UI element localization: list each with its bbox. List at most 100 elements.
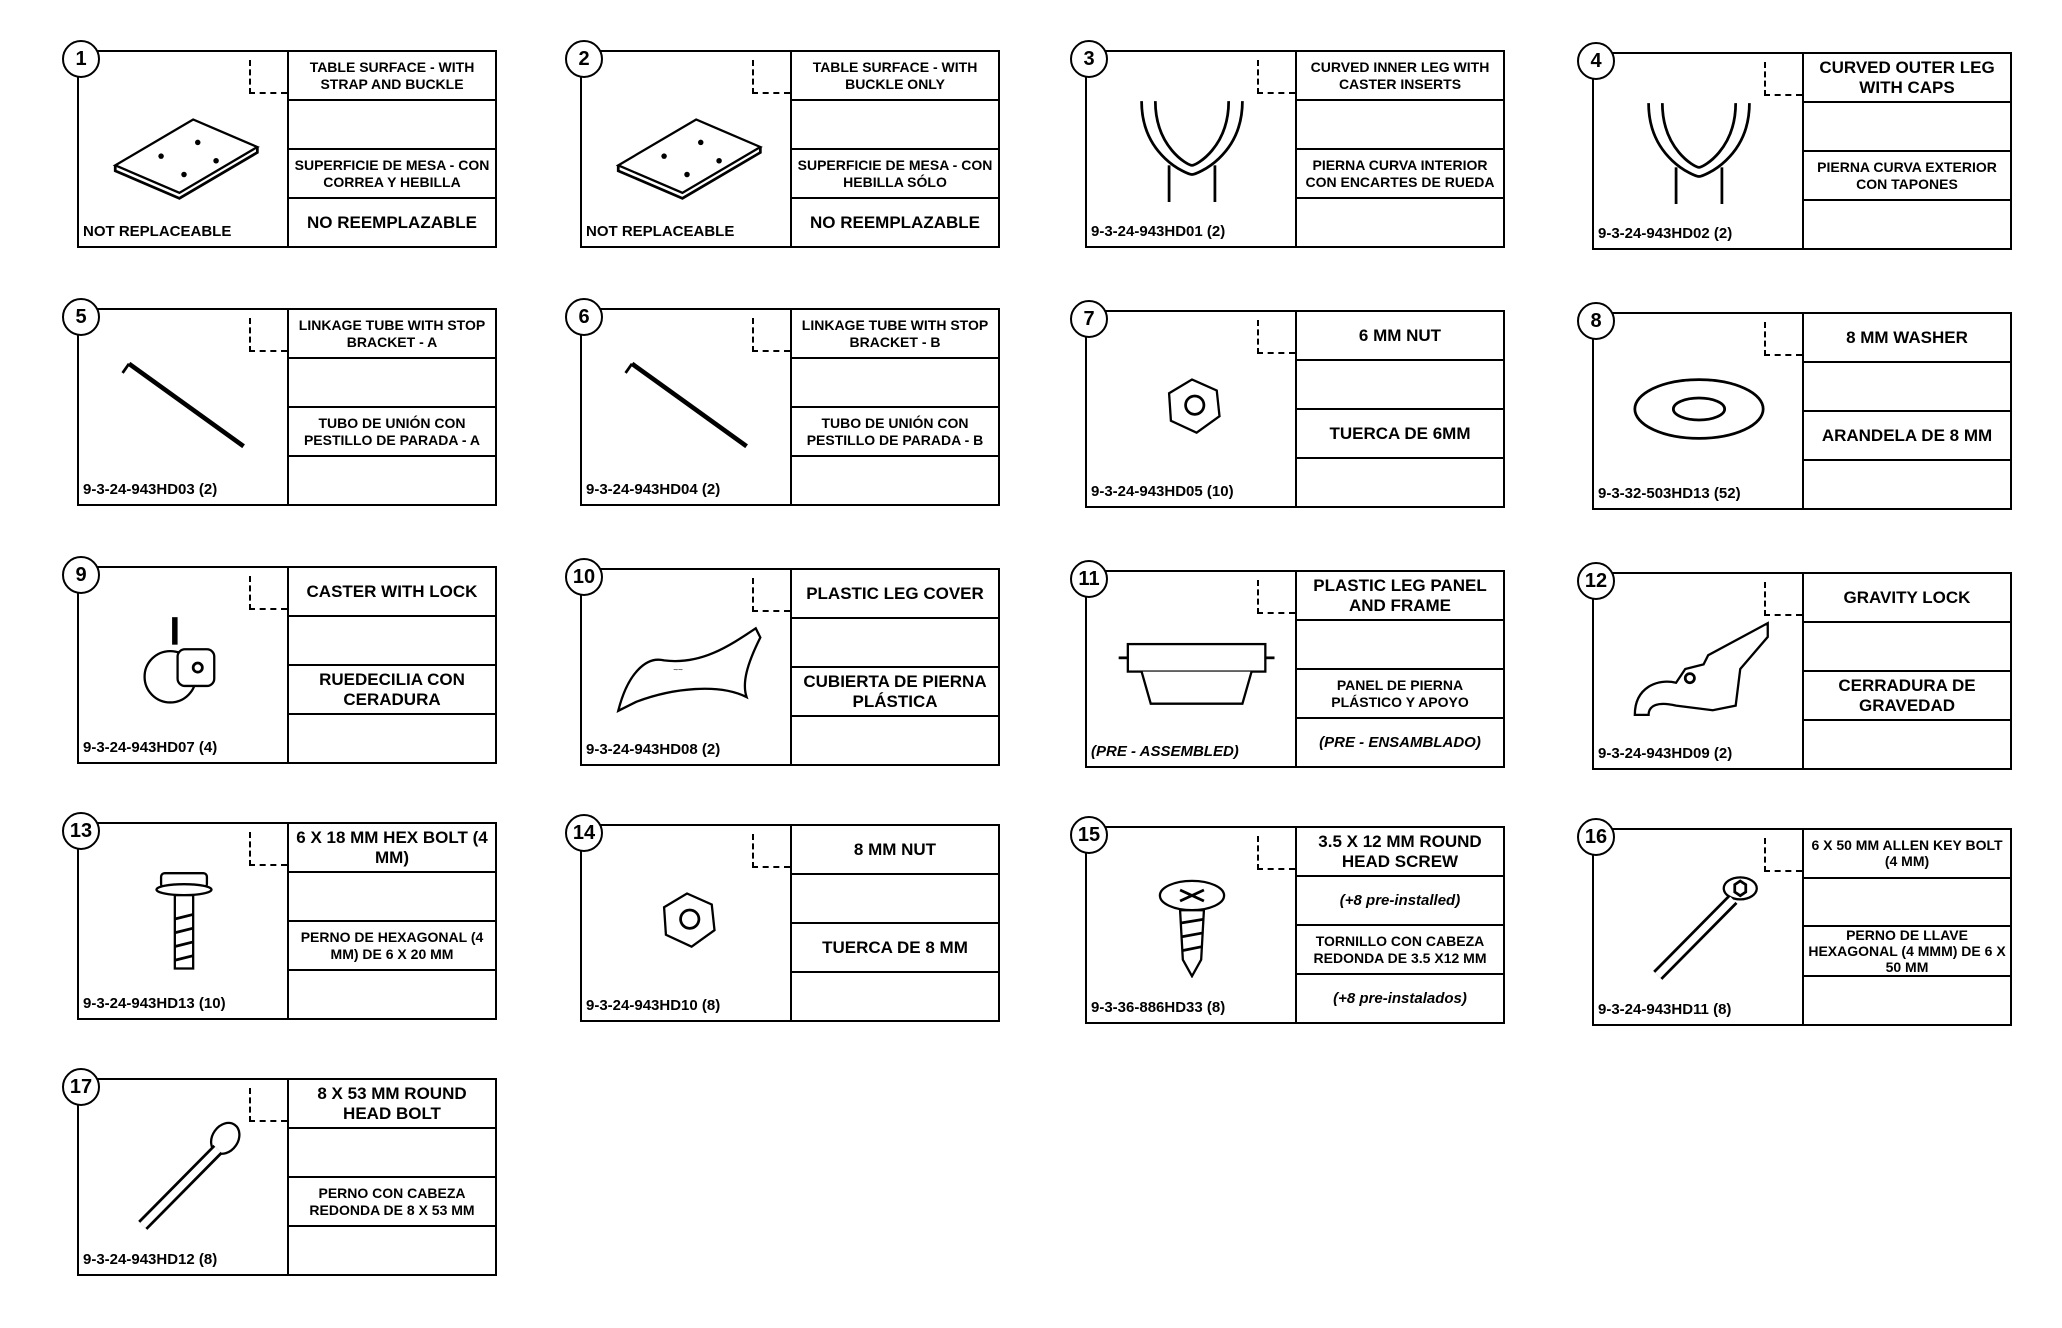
part-cell-2: [289, 101, 495, 150]
hex-nut-icon: [1167, 378, 1221, 434]
dashed-corner: [752, 318, 790, 352]
part-cell-1: 6 X 50 MM ALLEN KEY BOLT (4 MM): [1804, 830, 2010, 879]
part-image-area: 9-3-24-943HD12 (8): [79, 1080, 289, 1274]
part-card-3: 9-3-24-943HD01 (2)CURVED INNER LEG WITH …: [1070, 40, 1508, 250]
part-number: 9-3-24-943HD10 (8): [586, 997, 721, 1014]
part-card-16: 9-3-24-943HD11 (8)6 X 50 MM ALLEN KEY BO…: [1577, 818, 2015, 1028]
part-image-area: ~~ 9-3-24-943HD08 (2): [582, 570, 792, 764]
curved-leg-icon: [1647, 103, 1751, 204]
dashed-corner: [249, 60, 287, 94]
part-image-area: 9-3-24-943HD13 (10): [79, 824, 289, 1018]
part-cell-3: PIERNA CURVA EXTERIOR CON TAPONES: [1804, 152, 2010, 201]
leg-cover-icon: ~~: [616, 626, 762, 713]
part-index-circle: 14: [565, 814, 603, 852]
dashed-corner: [1257, 60, 1295, 94]
part-cell-3: PANEL DE PIERNA PLÁSTICO Y APOYO: [1297, 670, 1503, 719]
part-card-11: (PRE - ASSEMBLED)PLASTIC LEG PANEL AND F…: [1070, 560, 1508, 770]
leg-panel-icon: [1118, 642, 1275, 705]
part-image-area: NOT REPLACEABLE: [79, 52, 289, 246]
part-cell-3: CUBIERTA DE PIERNA PLÁSTICA: [792, 668, 998, 717]
part-cell-2: [792, 619, 998, 668]
part-cell-4: [1804, 721, 2010, 768]
part-index-circle: 5: [62, 298, 100, 336]
part-cell-1: 8 X 53 MM ROUND HEAD BOLT: [289, 1080, 495, 1129]
dashed-corner: [1764, 62, 1802, 96]
part-cell-3: PERNO CON CABEZA REDONDA DE 8 X 53 MM: [289, 1178, 495, 1227]
part-image-area: 9-3-24-943HD05 (10): [1087, 312, 1297, 506]
part-cell-1: 8 MM NUT: [792, 826, 998, 875]
part-index-circle: 1: [62, 40, 100, 78]
dashed-corner: [249, 832, 287, 866]
part-image-area: 9-3-36-886HD33 (8): [1087, 828, 1297, 1022]
part-index-circle: 12: [1577, 562, 1615, 600]
round-head-bolt-icon: [138, 1121, 241, 1230]
part-cell-4: [1297, 199, 1503, 246]
part-cell-2: [1804, 103, 2010, 152]
part-image-area: 9-3-24-943HD09 (2): [1594, 574, 1804, 768]
part-description-table: TABLE SURFACE - WITH BUCKLE ONLY SUPERFIC…: [792, 52, 998, 246]
part-cell-1: PLASTIC LEG PANEL AND FRAME: [1297, 572, 1503, 621]
part-number: NOT REPLACEABLE: [586, 223, 735, 240]
hex-bolt-icon: [155, 872, 213, 970]
dashed-corner: [249, 576, 287, 610]
part-cell-3: ARANDELA DE 8 MM: [1804, 412, 2010, 461]
part-cell-4: [1297, 459, 1503, 506]
part-card-17: 9-3-24-943HD12 (8) 8 X 53 MM ROUND HEAD B…: [62, 1068, 500, 1278]
part-number: 9-3-24-943HD05 (10): [1091, 483, 1234, 500]
part-image-area: 9-3-24-943HD04 (2): [582, 310, 792, 504]
part-cell-4: (+8 pre-instalados): [1333, 989, 1467, 1007]
part-index-circle: 17: [62, 1068, 100, 1106]
dashed-corner: [752, 60, 790, 94]
part-frame: 9-3-24-943HD01 (2)CURVED INNER LEG WITH …: [1085, 50, 1505, 248]
part-description-table: 8 X 53 MM ROUND HEAD BOLT PERNO CON CABEZ…: [289, 1080, 495, 1274]
part-cell-1: GRAVITY LOCK: [1804, 574, 2010, 623]
part-cell-3: PERNO DE HEXAGONAL (4 MM) DE 6 X 20 MM: [289, 922, 495, 971]
dashed-corner: [1764, 838, 1802, 872]
part-cell-2: [1804, 879, 2010, 928]
part-cell-2: [289, 873, 495, 922]
part-number: 9-3-36-886HD33 (8): [1091, 999, 1226, 1016]
hex-nut-icon: [662, 892, 716, 948]
part-image-area: (PRE - ASSEMBLED): [1087, 572, 1297, 766]
part-index-circle: 8: [1577, 302, 1615, 340]
part-cell-3: PERNO DE LLAVE HEXAGONAL (4 MMM) DE 6 X …: [1804, 927, 2010, 978]
dashed-corner: [752, 834, 790, 868]
part-cell-4: NO REEMPLAZABLE: [307, 212, 477, 232]
part-cell-3: TUERCA DE 6MM: [1297, 410, 1503, 459]
part-cell-1: TABLE SURFACE - WITH BUCKLE ONLY: [792, 52, 998, 101]
part-frame: 9-3-24-943HD02 (2)CURVED OUTER LEG WITH …: [1592, 52, 2012, 250]
part-image-area: 9-3-24-943HD02 (2): [1594, 54, 1804, 248]
part-cell-4: [1804, 461, 2010, 508]
part-number: 9-3-24-943HD12 (8): [83, 1251, 218, 1268]
part-card-13: 9-3-24-943HD13 (10)6 X 18 MM HEX BOLT (4…: [62, 812, 500, 1022]
part-cell-4: [289, 971, 495, 1018]
part-cell-3: SUPERFICIE DE MESA - CON HEBILLA SÓLO: [792, 150, 998, 199]
part-number: 9-3-24-943HD07 (4): [83, 739, 218, 756]
part-index-circle: 15: [1070, 816, 1108, 854]
part-number: 9-3-24-943HD08 (2): [586, 741, 721, 758]
dashed-corner: [249, 318, 287, 352]
part-index-circle: 2: [565, 40, 603, 78]
part-cell-2: [1297, 101, 1503, 150]
part-cell-4: [1804, 201, 2010, 248]
linkage-tube-icon: [121, 361, 245, 449]
part-cell-4: (PRE - ENSAMBLADO): [1319, 733, 1481, 751]
part-number: 9-3-24-943HD04 (2): [586, 481, 721, 498]
part-description-table: 6 X 18 MM HEX BOLT (4 MM)PERNO DE HEXAGO…: [289, 824, 495, 1018]
curved-leg-icon: [1140, 101, 1244, 202]
dashed-corner: [1257, 836, 1295, 870]
dashed-corner: [1257, 320, 1295, 354]
caster-icon: [143, 617, 216, 704]
